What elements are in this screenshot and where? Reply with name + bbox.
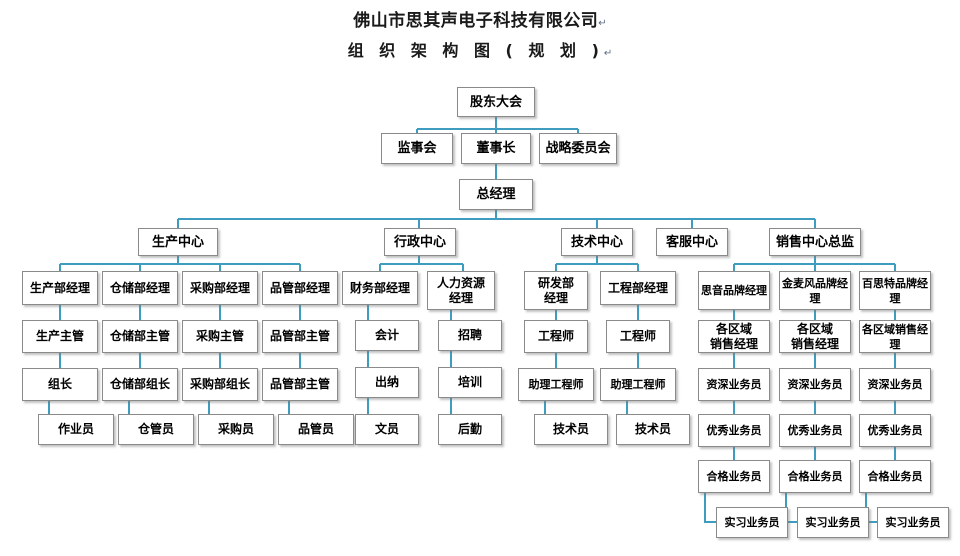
node-quality-team-leader[interactable]: 品管部主管 <box>262 368 338 401</box>
node-hr-manager[interactable]: 人力资源 经理 <box>427 271 495 310</box>
node-center-production[interactable]: 生产中心 <box>138 228 218 256</box>
node-engineering-manager[interactable]: 工程部经理 <box>600 271 676 305</box>
node-quality-inspector[interactable]: 品管员 <box>278 414 354 445</box>
node-brand-siyin-manager[interactable]: 思音品牌经理 <box>698 271 770 310</box>
node-brand-siyin-qualified-sales[interactable]: 合格业务员 <box>698 460 770 493</box>
node-finance-cashier[interactable]: 出纳 <box>355 367 419 398</box>
paragraph-mark-1: ↵ <box>598 18 607 29</box>
node-strategy-committee[interactable]: 战略委员会 <box>539 133 617 164</box>
node-rd-engineer[interactable]: 工程师 <box>524 320 588 353</box>
node-brand-baiste-regional-manager[interactable]: 各区域销售经 理 <box>859 320 931 353</box>
node-production-operator[interactable]: 作业员 <box>38 414 114 445</box>
node-hr-recruitment[interactable]: 招聘 <box>438 320 502 351</box>
node-brand-jinmaifeng-senior-sales[interactable]: 资深业务员 <box>779 368 851 401</box>
node-finance-accountant[interactable]: 会计 <box>355 320 419 351</box>
node-brand-siyin-regional-manager[interactable]: 各区域 销售经理 <box>698 320 770 353</box>
node-finance-manager[interactable]: 财务部经理 <box>342 271 418 305</box>
node-purchasing-officer[interactable]: 采购员 <box>198 414 274 445</box>
node-chairman[interactable]: 董事长 <box>461 133 531 164</box>
node-warehouse-supervisor[interactable]: 仓储部主管 <box>102 320 178 353</box>
node-brand-siyin-excellent-sales[interactable]: 优秀业务员 <box>698 414 770 447</box>
node-engineering-assistant-engineer[interactable]: 助理工程师 <box>600 368 676 401</box>
node-purchasing-manager[interactable]: 采购部经理 <box>182 271 258 305</box>
chart-title-block: 佛山市思其声电子科技有限公司↵ 组 织 架 构 图 ( 规 划 )↵ <box>0 8 960 68</box>
node-finance-clerk[interactable]: 文员 <box>355 414 419 445</box>
node-rd-manager[interactable]: 研发部 经理 <box>524 271 588 310</box>
node-brand-jinmaifeng-intern-sales[interactable]: 实习业务员 <box>797 507 869 538</box>
node-quality-manager[interactable]: 品管部经理 <box>262 271 338 305</box>
node-production-manager[interactable]: 生产部经理 <box>22 271 98 305</box>
node-brand-jinmaifeng-regional-manager[interactable]: 各区域 销售经理 <box>779 320 851 353</box>
node-warehouse-keeper[interactable]: 仓管员 <box>118 414 194 445</box>
node-hr-logistics[interactable]: 后勤 <box>438 414 502 445</box>
node-production-supervisor[interactable]: 生产主管 <box>22 320 98 353</box>
chart-subtitle: 组 织 架 构 图 ( 规 划 )↵ <box>0 37 960 68</box>
node-hr-training[interactable]: 培训 <box>438 367 502 398</box>
chart-subtitle-text: 组 织 架 构 图 ( 规 划 ) <box>347 41 604 60</box>
node-board-of-supervisors[interactable]: 监事会 <box>381 133 453 164</box>
node-center-tech[interactable]: 技术中心 <box>561 228 633 256</box>
node-brand-siyin-senior-sales[interactable]: 资深业务员 <box>698 368 770 401</box>
node-brand-baiste-intern-sales[interactable]: 实习业务员 <box>877 507 949 538</box>
node-brand-baiste-manager[interactable]: 百思特品牌经理 <box>859 271 931 310</box>
node-purchasing-team-leader[interactable]: 采购部组长 <box>182 368 258 401</box>
node-production-team-leader[interactable]: 组长 <box>22 368 98 401</box>
node-brand-baiste-excellent-sales[interactable]: 优秀业务员 <box>859 414 931 447</box>
company-name-text: 佛山市思其声电子科技有限公司 <box>353 11 599 31</box>
node-brand-jinmaifeng-manager[interactable]: 金麦风品牌经理 <box>779 271 851 310</box>
node-center-sales-director[interactable]: 销售中心总监 <box>769 228 861 256</box>
node-warehouse-manager[interactable]: 仓储部经理 <box>102 271 178 305</box>
node-warehouse-team-leader[interactable]: 仓储部组长 <box>102 368 178 401</box>
node-brand-baiste-senior-sales[interactable]: 资深业务员 <box>859 368 931 401</box>
node-engineering-engineer[interactable]: 工程师 <box>606 320 670 353</box>
node-center-customer-service[interactable]: 客服中心 <box>656 228 728 256</box>
node-center-admin[interactable]: 行政中心 <box>384 228 456 256</box>
node-brand-siyin-intern-sales[interactable]: 实习业务员 <box>716 507 788 538</box>
node-brand-jinmaifeng-qualified-sales[interactable]: 合格业务员 <box>779 460 851 493</box>
node-purchasing-supervisor[interactable]: 采购主管 <box>182 320 258 353</box>
company-name: 佛山市思其声电子科技有限公司↵ <box>0 8 960 37</box>
paragraph-mark-2: ↵ <box>603 48 613 59</box>
node-quality-supervisor[interactable]: 品管部主管 <box>262 320 338 353</box>
node-brand-jinmaifeng-excellent-sales[interactable]: 优秀业务员 <box>779 414 851 447</box>
node-rd-technician[interactable]: 技术员 <box>534 414 608 445</box>
node-brand-baiste-qualified-sales[interactable]: 合格业务员 <box>859 460 931 493</box>
node-shareholders-meeting[interactable]: 股东大会 <box>457 87 535 117</box>
node-engineering-technician[interactable]: 技术员 <box>616 414 690 445</box>
node-rd-assistant-engineer[interactable]: 助理工程师 <box>518 368 594 401</box>
node-general-manager[interactable]: 总经理 <box>459 179 533 210</box>
